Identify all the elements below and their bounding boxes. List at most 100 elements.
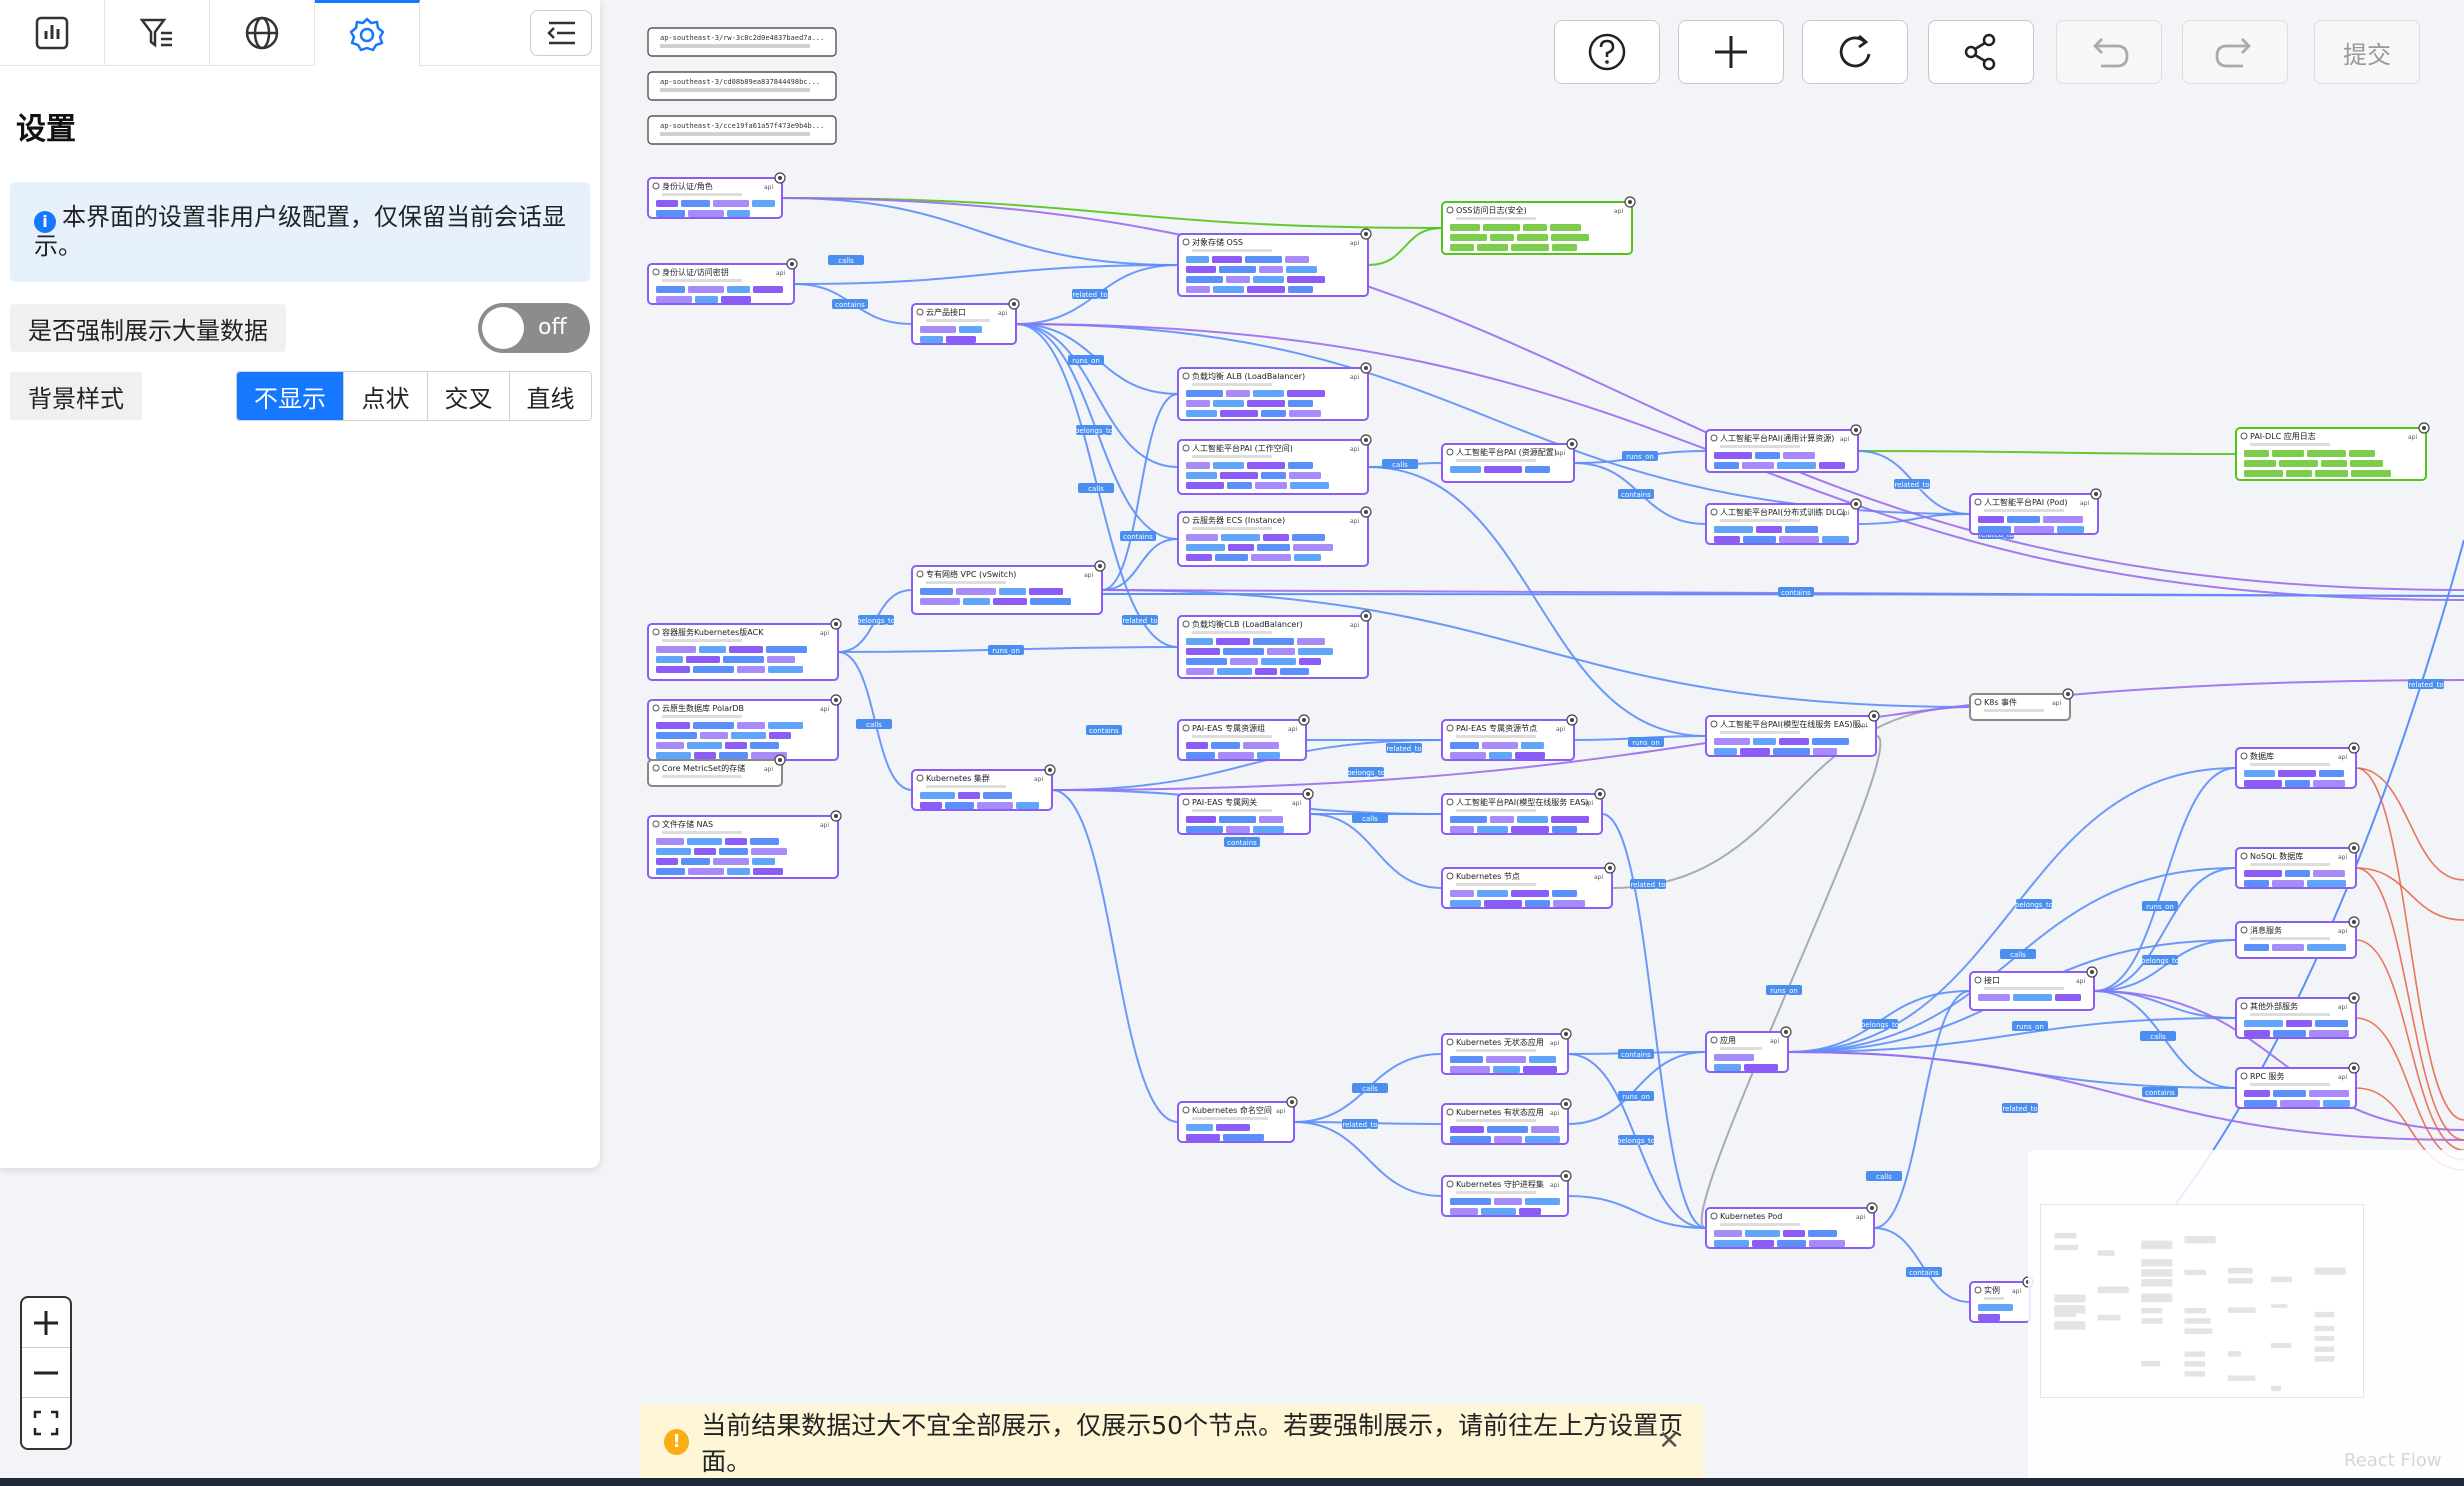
graph-node[interactable]: 人工智能平台PAI (Pod)api: [1969, 488, 2102, 535]
bg-option-none[interactable]: 不显示: [237, 372, 343, 420]
tab-settings[interactable]: [315, 0, 420, 66]
graph-edge[interactable]: [1567, 1051, 1707, 1125]
graph-edge[interactable]: [1700, 735, 1882, 1229]
graph-edge[interactable]: [1293, 1121, 1443, 1197]
tab-statistics[interactable]: [0, 0, 105, 66]
graph-edge[interactable]: [2093, 867, 2237, 992]
graph-node[interactable]: 专有网络 VPC (vSwitch)api: [911, 560, 1106, 615]
graph-edge[interactable]: [781, 197, 2464, 591]
graph-edge[interactable]: [793, 264, 1179, 285]
tab-filter[interactable]: [105, 0, 210, 66]
force-display-toggle[interactable]: off: [478, 303, 590, 353]
graph-node[interactable]: 人工智能平台PAI(模型在线服务 EAS)api: [1441, 788, 1606, 835]
tab-global[interactable]: [210, 0, 315, 66]
close-icon[interactable]: ✕: [1658, 1426, 1680, 1456]
undo-button[interactable]: [2056, 20, 2162, 84]
graph-edge[interactable]: [1101, 538, 1179, 591]
graph-edge[interactable]: [2355, 767, 2464, 1121]
graph-node[interactable]: 人工智能平台PAI (资源配置)api: [1441, 438, 1578, 483]
graph-node[interactable]: 人工智能平台PAI(通用计算资源)api: [1705, 424, 1862, 473]
graph-edge[interactable]: [1857, 513, 1971, 525]
graph-edge[interactable]: [1601, 813, 1707, 1229]
graph-node[interactable]: 人工智能平台PAI(模型在线服务 EAS)服...api: [1705, 710, 1880, 757]
graph-edge[interactable]: [1873, 990, 1971, 1229]
graph-edge[interactable]: [1567, 1195, 1707, 1229]
zoom-in-button[interactable]: [22, 1298, 70, 1348]
redo-button[interactable]: [2182, 20, 2288, 84]
graph-edge[interactable]: [2093, 939, 2237, 992]
share-button[interactable]: [1928, 20, 2034, 84]
graph-edge[interactable]: [1367, 227, 1443, 266]
graph-node[interactable]: 云服务器 ECS (Instance)api: [1177, 506, 1372, 567]
help-button[interactable]: [1554, 20, 1660, 84]
submit-button[interactable]: 提交: [2314, 20, 2420, 84]
graph-edge[interactable]: [1051, 739, 1443, 791]
graph-node[interactable]: 负载均衡 ALB (LoadBalancer)api: [1177, 362, 1372, 421]
graph-edge[interactable]: [1015, 323, 1179, 468]
top-tag[interactable]: [647, 115, 837, 145]
graph-edge[interactable]: [1015, 323, 1971, 515]
graph-edge[interactable]: [1611, 706, 1971, 889]
graph-node[interactable]: OSS访问日志(安全)api: [1441, 196, 1636, 255]
graph-edge[interactable]: [1787, 867, 2237, 1053]
bg-option-lines[interactable]: 直线: [509, 372, 591, 420]
graph-edge[interactable]: [1101, 393, 1179, 591]
graph-edge[interactable]: [1787, 1017, 2237, 1053]
graph-edge[interactable]: [781, 197, 1179, 266]
fit-view-button[interactable]: [22, 1398, 70, 1448]
graph-edge[interactable]: [2093, 990, 2464, 1131]
zoom-out-button[interactable]: [22, 1348, 70, 1398]
graph-node[interactable]: 人工智能平台PAI (工作空间)api: [1177, 434, 1372, 495]
bg-option-dots[interactable]: 点状: [343, 372, 427, 420]
refresh-button[interactable]: [1802, 20, 1908, 84]
add-node-button[interactable]: [1678, 20, 1784, 84]
collapse-panel-button[interactable]: [530, 10, 592, 56]
graph-edge[interactable]: [2093, 767, 2237, 992]
graph-edge[interactable]: [1787, 767, 2237, 1053]
graph-edge[interactable]: [2355, 939, 2464, 1151]
top-tag[interactable]: [647, 27, 837, 57]
graph-edge[interactable]: [1367, 466, 1707, 737]
graph-edge[interactable]: [2355, 867, 2464, 921]
graph-node[interactable]: 负载均衡CLB (LoadBalancer)api: [1177, 610, 1372, 679]
graph-edge[interactable]: [781, 197, 1443, 229]
top-tag[interactable]: [647, 71, 837, 101]
graph-edge[interactable]: [2355, 767, 2464, 881]
graph-edge[interactable]: [1787, 1051, 2464, 1141]
graph-edge[interactable]: [1857, 450, 2237, 455]
graph-edge[interactable]: [2355, 867, 2464, 1141]
graph-edge[interactable]: [1309, 813, 1443, 889]
graph-edge[interactable]: [1101, 589, 1971, 708]
minimap-viewport[interactable]: [2040, 1204, 2364, 1398]
graph-node[interactable]: 人工智能平台PAI(分布式训练 DLC)api: [1705, 498, 1862, 545]
bg-option-cross[interactable]: 交叉: [427, 372, 509, 420]
